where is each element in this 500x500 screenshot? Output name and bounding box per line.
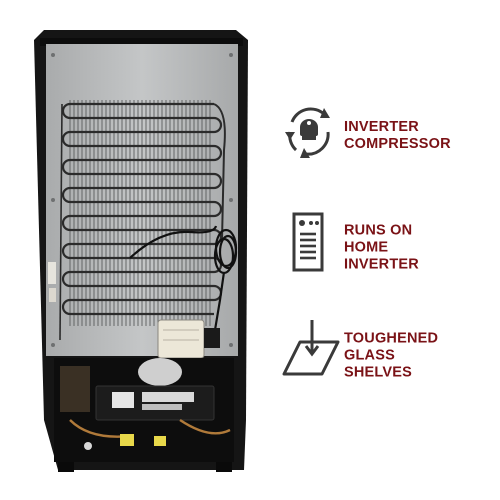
feature-home-inverter: RUNS ON HOME INVERTER bbox=[282, 208, 500, 288]
feature-label: TOUGHENED GLASS SHELVES bbox=[344, 330, 439, 381]
feature-label: RUNS ON HOME INVERTER bbox=[344, 222, 419, 273]
condenser-coil bbox=[61, 102, 223, 316]
power-cord bbox=[129, 225, 238, 337]
refrigerator-back-photo bbox=[34, 30, 248, 472]
condenser-grid bbox=[69, 100, 211, 326]
inverter-compressor-icon bbox=[285, 107, 330, 158]
terminal-box bbox=[157, 319, 205, 359]
feature-inverter-compressor: INVERTER COMPRESSOR bbox=[282, 96, 500, 176]
feature-label: INVERTER COMPRESSOR bbox=[344, 119, 451, 152]
feature-toughened-glass: TOUGHENED GLASS SHELVES bbox=[282, 316, 500, 396]
glass-shelf-icon bbox=[282, 320, 340, 376]
home-inverter-icon bbox=[292, 212, 324, 272]
